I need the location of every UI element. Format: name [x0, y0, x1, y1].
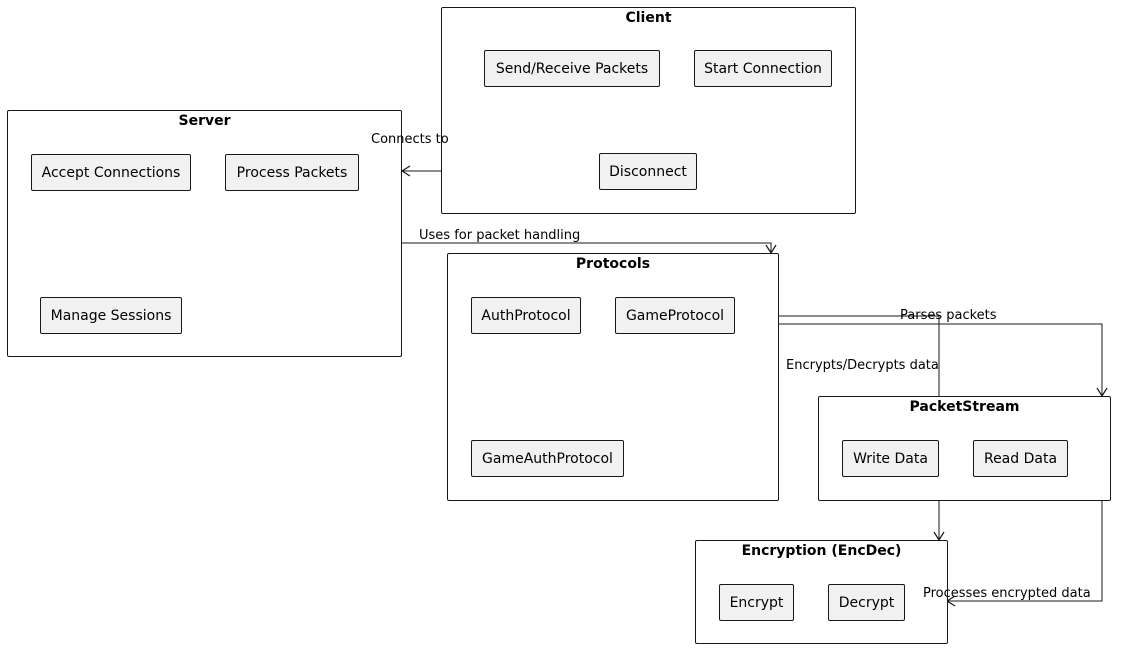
component-manage-sessions: Manage Sessions	[40, 297, 182, 334]
edge-label-parses-packets: Parses packets	[900, 308, 997, 323]
package-server: Server Accept Connections Process Packet…	[7, 110, 402, 357]
edge-packetstream-encryption	[947, 500, 1103, 602]
arrowhead-server	[400, 165, 411, 177]
component-auth-protocol: AuthProtocol	[471, 297, 581, 334]
package-packetstream: PacketStream Write Data Read Data	[818, 396, 1111, 501]
component-process-packets: Process Packets	[225, 154, 359, 191]
package-protocols: Protocols AuthProtocol GameProtocol Game…	[447, 253, 779, 501]
package-title: PacketStream	[909, 399, 1020, 415]
component-write-data: Write Data	[842, 440, 939, 477]
edge-protocols-packetstream	[779, 323, 1103, 396]
component-send-receive-packets: Send/Receive Packets	[484, 50, 660, 87]
edge-server-protocols	[402, 242, 772, 253]
component-decrypt: Decrypt	[828, 584, 905, 621]
package-title: Protocols	[575, 256, 651, 272]
component-disconnect: Disconnect	[599, 153, 697, 190]
edge-label-connects-to: Connects to	[371, 132, 449, 147]
component-encrypt: Encrypt	[719, 584, 794, 621]
package-title: Server	[178, 113, 231, 129]
package-client: Client Send/Receive Packets Start Connec…	[441, 7, 856, 214]
component-start-connection: Start Connection	[694, 50, 832, 87]
package-title: Encryption (EncDec)	[741, 543, 902, 559]
component-game-auth-protocol: GameAuthProtocol	[471, 440, 624, 477]
package-encryption: Encryption (EncDec) Encrypt Decrypt	[695, 540, 948, 644]
component-game-protocol: GameProtocol	[615, 297, 735, 334]
edge-label-encrypts-decrypts-data: Encrypts/Decrypts data	[786, 358, 939, 373]
package-title: Client	[625, 10, 672, 26]
edge-label-processes-encrypted-data: Processes encrypted data	[923, 586, 1091, 601]
component-read-data: Read Data	[973, 440, 1068, 477]
component-accept-connections: Accept Connections	[31, 154, 191, 191]
edge-label-uses-for-packet-handling: Uses for packet handling	[419, 228, 581, 243]
